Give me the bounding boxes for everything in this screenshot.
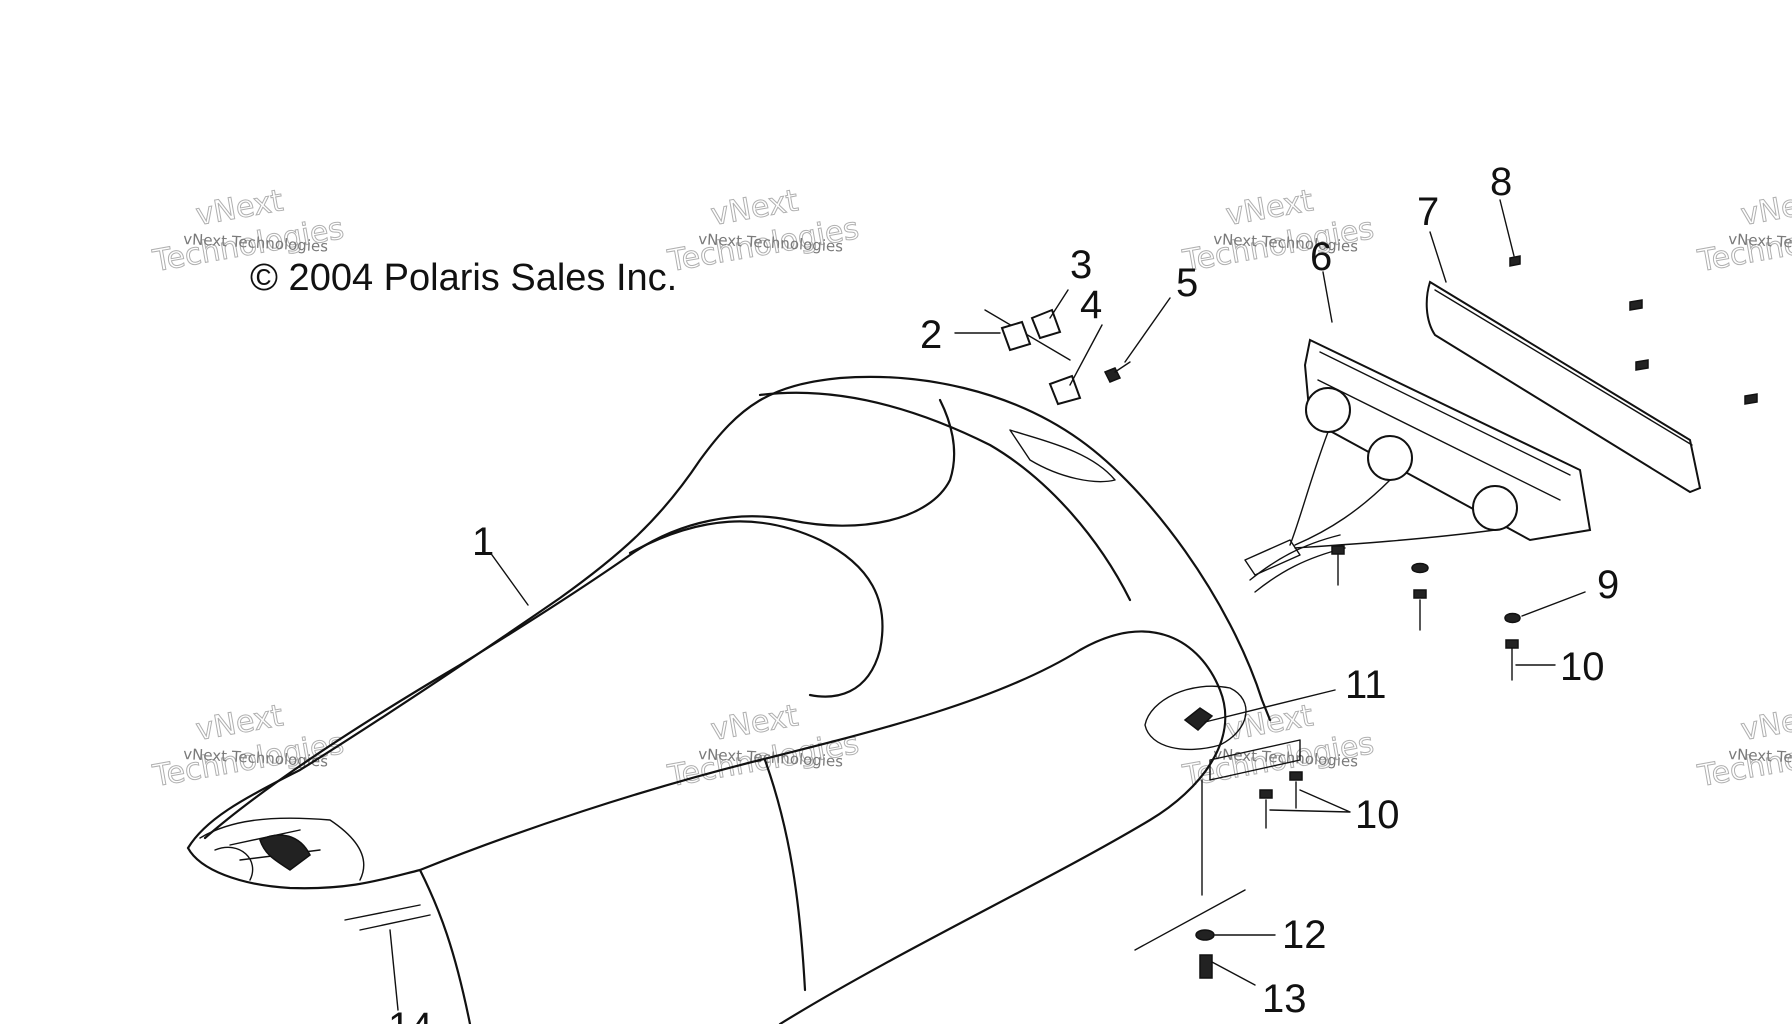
watermark-big-1: vNext xyxy=(1738,698,1792,748)
callout-12: 12 xyxy=(1282,913,1327,957)
watermark: vNext Technologies xyxy=(1694,698,1792,795)
taillight-inner xyxy=(1317,351,1571,501)
callout-7: 7 xyxy=(1417,190,1439,234)
seat-cushion-top xyxy=(203,398,956,840)
bolt-upper-b-head xyxy=(1413,589,1427,599)
latch-part xyxy=(1183,707,1214,731)
leader-8 xyxy=(1499,199,1515,257)
screw-part-8d xyxy=(1744,393,1758,405)
decal-parts xyxy=(984,308,1131,406)
callout-11: 11 xyxy=(1345,663,1387,707)
taillight-housing xyxy=(1303,338,1592,542)
callout-8: 8 xyxy=(1490,160,1512,204)
callout-10a: 10 xyxy=(1560,645,1605,689)
seat-drawing xyxy=(186,375,1346,1024)
seat-side-crease xyxy=(763,758,807,992)
bolt-upper-a-head xyxy=(1331,545,1345,555)
screw-part-8a xyxy=(1509,255,1521,267)
seat-front-detail xyxy=(199,817,365,881)
lower-rail xyxy=(344,904,431,931)
bottom-bracket xyxy=(1209,739,1301,781)
screw-part-13 xyxy=(1199,954,1213,979)
leader-13 xyxy=(1211,961,1256,986)
leader-11 xyxy=(1204,689,1336,723)
leader-5 xyxy=(1124,297,1171,363)
lens-cover-edge xyxy=(1434,289,1693,446)
taillight-assembly xyxy=(1244,338,1592,576)
copyright-text: © 2004 Polaris Sales Inc. xyxy=(250,257,677,299)
screws-part-8 xyxy=(1509,255,1758,405)
screw-part-8b xyxy=(1629,299,1643,311)
bolt-lower-b-head xyxy=(1289,771,1303,781)
leader-4 xyxy=(1069,324,1103,386)
callout-5: 5 xyxy=(1176,261,1198,305)
seat-front-shadow xyxy=(259,834,311,871)
watermark: vNext Technologies xyxy=(149,698,347,795)
seat-cushion-edge xyxy=(628,520,884,698)
callout-labels: 1 2 3 4 5 6 7 8 9 10 10 11 12 13 14 xyxy=(388,160,1619,1024)
taillight-bulb-1 xyxy=(1305,387,1351,433)
leader-6 xyxy=(1322,271,1333,323)
lower-guide-line xyxy=(1134,889,1246,951)
leader-9 xyxy=(1521,591,1586,617)
bolt-part-10-head xyxy=(1505,639,1519,649)
decal-part-4 xyxy=(1048,374,1082,406)
leader-lines xyxy=(389,199,1586,1011)
leader-1 xyxy=(491,554,529,606)
lens-cover-part-7 xyxy=(1425,280,1702,494)
taillight-wiring xyxy=(1289,431,1496,549)
callout-10b: 10 xyxy=(1355,793,1400,837)
watermark-big-1: vNext xyxy=(1738,183,1792,233)
seat-outline xyxy=(186,375,1272,1024)
screw-part-8c xyxy=(1635,359,1649,371)
taillight-connector xyxy=(1244,539,1301,576)
leader-7 xyxy=(1429,231,1447,283)
fasteners xyxy=(344,545,1521,979)
seat-rear-recess xyxy=(1009,429,1116,483)
leader-14 xyxy=(389,929,399,1011)
watermark: vNext Technologies xyxy=(1179,183,1377,280)
washer-part-12 xyxy=(1195,929,1215,941)
screw-part-5-shaft xyxy=(1114,361,1131,373)
callout-4: 4 xyxy=(1080,283,1102,327)
nut-upper-b xyxy=(1411,562,1429,574)
decal-part-2 xyxy=(1000,320,1032,352)
callout-3: 3 xyxy=(1070,243,1092,287)
taillight-bulb-2 xyxy=(1367,435,1413,481)
callout-1: 1 xyxy=(472,520,494,564)
leader-3 xyxy=(1049,289,1069,319)
taillight-bulb-3 xyxy=(1472,485,1518,531)
seat-cushion-rear xyxy=(758,391,1132,602)
decal-part-3 xyxy=(1030,308,1062,340)
watermark: vNext Technologies xyxy=(664,183,862,280)
lens-cover xyxy=(1425,280,1702,494)
leader-10b xyxy=(1269,789,1351,813)
nut-part-9 xyxy=(1504,612,1521,624)
watermark: vNext Technologies xyxy=(1694,183,1792,280)
callout-13: 13 xyxy=(1262,977,1307,1021)
callout-14: 14 xyxy=(388,1005,433,1024)
callout-6: 6 xyxy=(1310,235,1332,279)
callout-2: 2 xyxy=(920,313,942,357)
seat-side-lower xyxy=(418,630,1227,1024)
callout-9: 9 xyxy=(1597,563,1619,607)
bolt-lower-a-head xyxy=(1259,789,1273,799)
